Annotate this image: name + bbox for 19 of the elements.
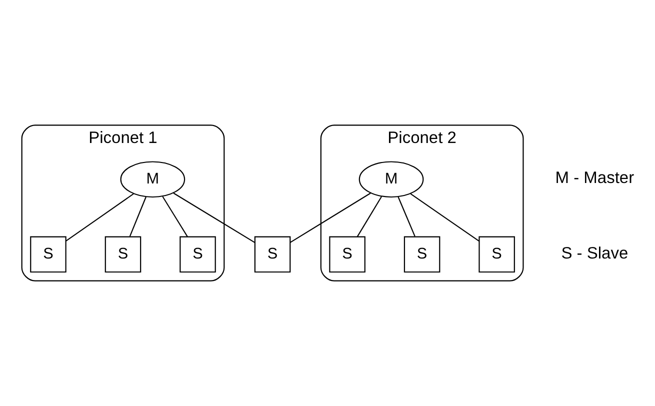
node-box: S	[104, 236, 142, 273]
connector	[290, 192, 371, 243]
node-box: S	[329, 236, 366, 273]
node-box: S	[30, 236, 66, 273]
node-ellipse: M	[120, 161, 186, 198]
connector	[162, 196, 188, 237]
connector	[129, 196, 146, 237]
node-ellipse: M	[358, 161, 424, 198]
connector	[173, 192, 255, 243]
label: M - Master	[555, 169, 634, 188]
connector	[410, 193, 480, 242]
node-box: S	[254, 236, 291, 273]
node-box: S	[180, 236, 216, 273]
label: S - Slave	[561, 244, 628, 262]
connector	[398, 196, 416, 237]
connector	[356, 196, 382, 237]
node-box: S	[478, 236, 515, 273]
connector	[66, 193, 134, 242]
node-box: S	[404, 236, 440, 273]
